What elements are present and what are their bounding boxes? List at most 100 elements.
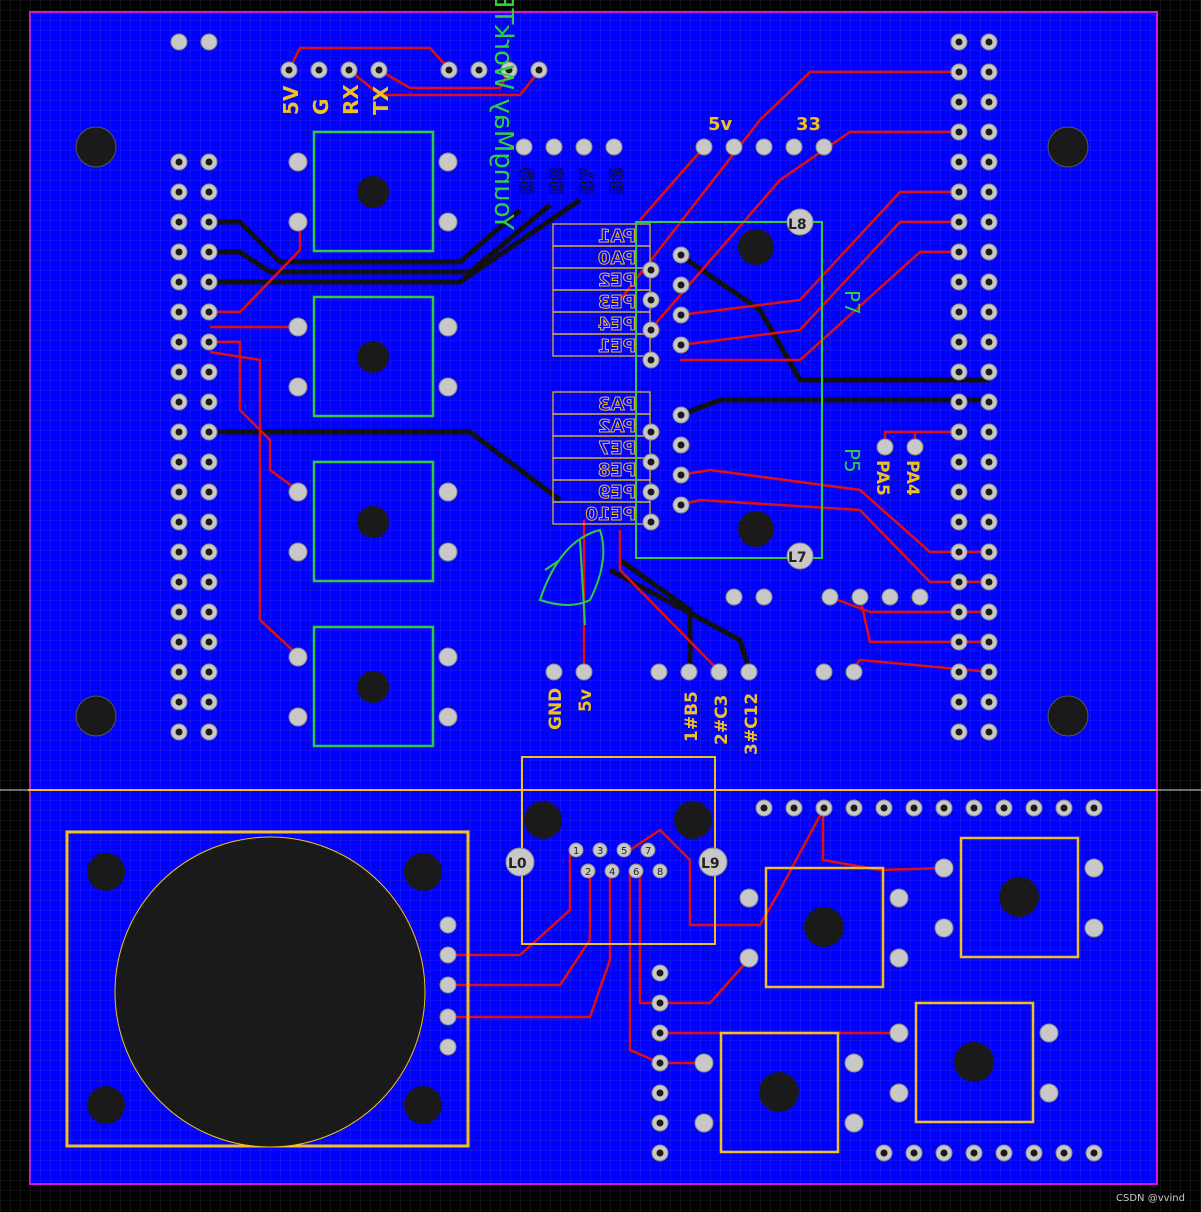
button-pad [739,948,759,968]
button-pad [288,482,308,502]
tactile-button [739,866,909,989]
tactile-button [288,295,458,418]
b7-label: B7 [576,167,598,195]
right-header-pad [950,693,968,711]
port-label: PE1 [552,333,651,358]
button-pad [438,482,458,502]
right-header-pad [950,63,968,81]
left-header-pad [200,273,218,291]
right-header-pad [980,423,998,441]
uart-label-tx: TX [369,85,393,115]
tactile-button [288,625,458,748]
button-pad [844,1053,864,1073]
lower-bottom-pad [935,1144,953,1162]
p5-label: P5 [840,448,864,473]
right-header-pad [980,573,998,591]
left-header-pad [170,633,188,651]
left-header-pad [200,723,218,741]
button-pad [934,918,954,938]
module-pad [672,436,690,454]
port-label-text: PE10 [585,504,636,525]
p7-label: P7 [840,290,864,315]
left-header-pad [170,573,188,591]
right-header-pad [980,243,998,261]
l7-label: L7 [788,550,807,566]
right-header-pad [950,213,968,231]
left-header-pad [170,543,188,561]
button-pad [739,888,759,908]
port-label-text: PA0 [598,248,636,269]
pa-pins: PA4 PA5 [872,438,924,496]
power-header: 5v 33 [695,114,833,156]
module-outline: L8 L7 P7 P5 [635,208,864,570]
right-header-pad [950,483,968,501]
left-header-pad [200,393,218,411]
lower-top-pad [965,799,983,817]
lower-top-pad [935,799,953,817]
button-pad [288,647,308,667]
tactile-button [694,1031,864,1154]
module-pad [642,351,660,369]
button-pad [288,707,308,727]
module-pad [642,513,660,531]
lower-column-pad [651,1114,669,1132]
port-label: PE2 [552,267,651,292]
lower-bottom-pad [1085,1144,1103,1162]
lower-column-pad [651,1144,669,1162]
lower-column-pad [651,1084,669,1102]
button-pad [438,212,458,232]
port-label-text: PE1 [598,336,636,357]
right-header-pad [980,513,998,531]
bottom-traces [210,197,990,673]
right-header-pad [950,273,968,291]
module-pad [672,246,690,264]
button-pad [288,152,308,172]
port-label: PA1 [552,223,651,248]
db9-pin-7: 7 [645,846,651,857]
right-header-pad [950,573,968,591]
right-header-pad [950,333,968,351]
left-header-pad [200,423,218,441]
module-pad [672,336,690,354]
left-header-pad [170,453,188,471]
lower-top-pad [995,799,1013,817]
button-pad [1039,1083,1059,1103]
db9-pin-6: 6 [633,867,639,878]
port-label-text: PE7 [598,438,636,459]
port-label-text: PE8 [598,460,636,481]
module-pad [642,483,660,501]
right-header-pad [950,183,968,201]
left-header-pad [200,483,218,501]
left-header-pad [170,423,188,441]
button-pad [1039,1023,1059,1043]
servo-header: GND 5v 1#B5 2#C3 3#C12 [545,663,762,755]
left-header-pad [170,513,188,531]
lower-bottom-pad [995,1144,1013,1162]
button-pad [844,1113,864,1133]
right-header-pad [950,363,968,381]
module-pins [642,246,690,531]
button-pad [889,948,909,968]
right-header-pad [950,543,968,561]
l8-label: L8 [788,217,807,233]
module-pad [642,321,660,339]
button-pad [438,542,458,562]
uart-label-5v: 5V [279,85,303,115]
pa4-label: PA4 [902,460,922,496]
db9-pin-8: 8 [657,867,663,878]
port-label: PA0 [552,245,651,270]
green-button-column [288,130,458,748]
lower-column-pad [651,964,669,982]
lower-bottom-pad [965,1144,983,1162]
mounting-holes [75,126,1089,737]
left-header-pad [200,213,218,231]
right-header-pad [980,213,998,231]
lower-top-pad [1025,799,1043,817]
lower-top-pad [1085,799,1103,817]
gnd-label: GND [546,688,566,730]
lower-column-pad [651,1024,669,1042]
right-header-pad [950,723,968,741]
right-header-pad [950,33,968,51]
b8-label: B8 [546,167,568,195]
